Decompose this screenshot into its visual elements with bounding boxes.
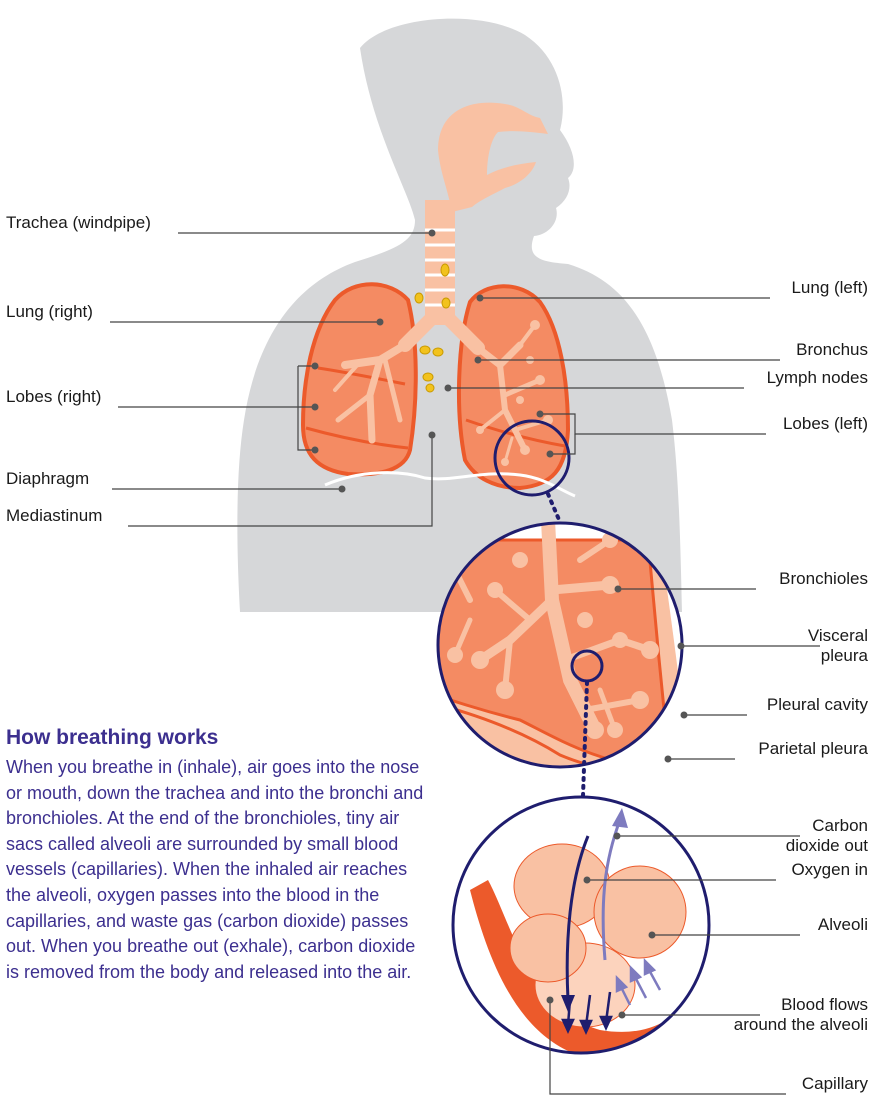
label-visceral-pleura: Visceral pleura (808, 626, 868, 666)
label-parietal-pleura: Parietal pleura (758, 739, 868, 759)
label-lobes-left: Lobes (left) (783, 414, 868, 434)
label-lobes-right: Lobes (right) (6, 387, 101, 407)
label-alveoli: Alveoli (818, 915, 868, 935)
label-lymph-nodes: Lymph nodes (767, 368, 868, 388)
label-pleural-cavity: Pleural cavity (767, 695, 868, 715)
body-silhouette (237, 19, 682, 612)
trachea (425, 200, 455, 325)
label-mediastinum: Mediastinum (6, 506, 102, 526)
label-lung-left: Lung (left) (791, 278, 868, 298)
label-diaphragm: Diaphragm (6, 469, 89, 489)
label-blood-flows: Blood flows around the alveoli (734, 995, 868, 1035)
label-bronchus: Bronchus (796, 340, 868, 360)
label-capillary: Capillary (802, 1074, 868, 1094)
label-bronchioles: Bronchioles (779, 569, 868, 589)
label-oxygen-in: Oxygen in (791, 860, 868, 880)
label-co2-out: Carbon dioxide out (786, 816, 868, 856)
label-trachea: Trachea (windpipe) (6, 213, 151, 233)
section-heading: How breathing works (6, 726, 218, 750)
label-lung-right: Lung (right) (6, 302, 93, 322)
section-paragraph: When you breathe in (inhale), air goes i… (6, 755, 431, 985)
